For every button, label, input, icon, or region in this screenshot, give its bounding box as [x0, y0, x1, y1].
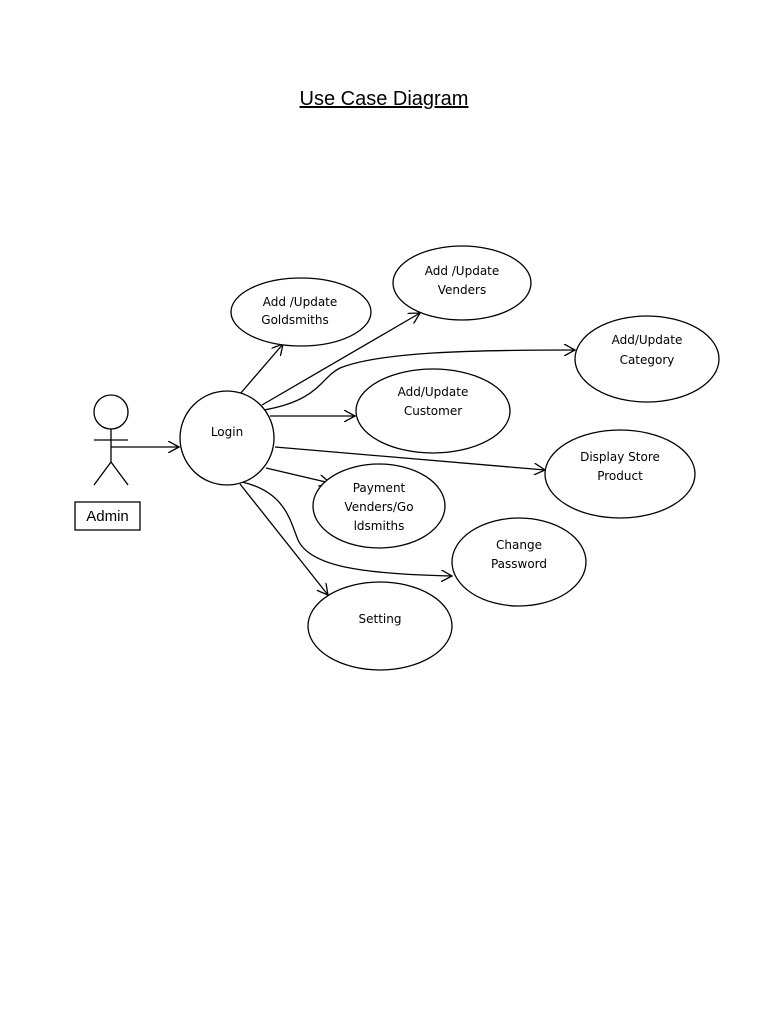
use-case-ellipse — [451, 517, 587, 607]
use-case-label-line: Venders/Go — [344, 500, 413, 514]
use-case-label-line: Display Store — [580, 450, 660, 464]
connector-login-goldsmiths — [239, 344, 283, 395]
use-case-ellipse — [544, 429, 696, 519]
actor-admin: Admin — [74, 394, 141, 531]
actor-head — [93, 394, 129, 430]
actor-label: Admin — [86, 508, 129, 525]
use-case-label-line: Setting — [359, 612, 402, 626]
use-case-label-line: Customer — [404, 404, 462, 418]
use-case-login: Login — [179, 390, 275, 486]
use-case-setting: Setting — [307, 581, 453, 671]
actor-right-leg — [110, 461, 129, 486]
login-label: Login — [211, 425, 243, 439]
connector-login-display — [274, 446, 545, 470]
connector-login-venders — [261, 313, 420, 406]
use-case-label-line: Add/Update — [398, 385, 469, 399]
use-case-ellipse — [312, 463, 446, 549]
use-case-label-line: Product — [597, 469, 643, 483]
use-case-label-line: Category — [620, 353, 675, 367]
connector-login-setting — [239, 483, 328, 595]
connector-login-password — [241, 481, 452, 576]
use-case-ellipse — [230, 277, 372, 347]
use-case-label-line: Add /Update — [263, 295, 338, 309]
use-case-label-line: ldsmiths — [354, 519, 405, 533]
actor-left-leg — [93, 461, 112, 486]
connector-login-category — [263, 350, 575, 411]
use-case-ellipse — [574, 315, 720, 403]
use-case-payment: Payment Venders/Go ldsmiths — [312, 463, 446, 549]
use-case-label-line: Payment — [353, 481, 406, 495]
use-case-label-line: Add /Update — [425, 264, 500, 278]
use-case-ellipse — [355, 368, 511, 454]
connectors — [111, 313, 575, 595]
actor-label-box — [74, 501, 141, 531]
use-case-password: Change Password — [451, 517, 587, 607]
use-case-goldsmiths: Add /Update Goldsmiths — [230, 277, 372, 347]
use-case-customer: Add/Update Customer — [355, 368, 511, 454]
connector-login-payment — [265, 467, 330, 483]
diagram-title: Use Case Diagram — [300, 88, 469, 110]
use-case-ellipse — [392, 245, 532, 321]
use-case-venders: Add /Update Venders — [392, 245, 532, 321]
use-case-category: Add/Update Category — [574, 315, 720, 403]
login-circle — [179, 390, 275, 486]
use-case-display: Display Store Product — [544, 429, 696, 519]
use-case-label-line: Venders — [438, 283, 486, 297]
use-case-label-line: Password — [491, 557, 547, 571]
use-case-label-line: Goldsmiths — [261, 313, 328, 327]
use-case-ellipse — [307, 581, 453, 671]
use-case-label-line: Change — [496, 538, 542, 552]
use-case-label-line: Add/Update — [612, 333, 683, 347]
